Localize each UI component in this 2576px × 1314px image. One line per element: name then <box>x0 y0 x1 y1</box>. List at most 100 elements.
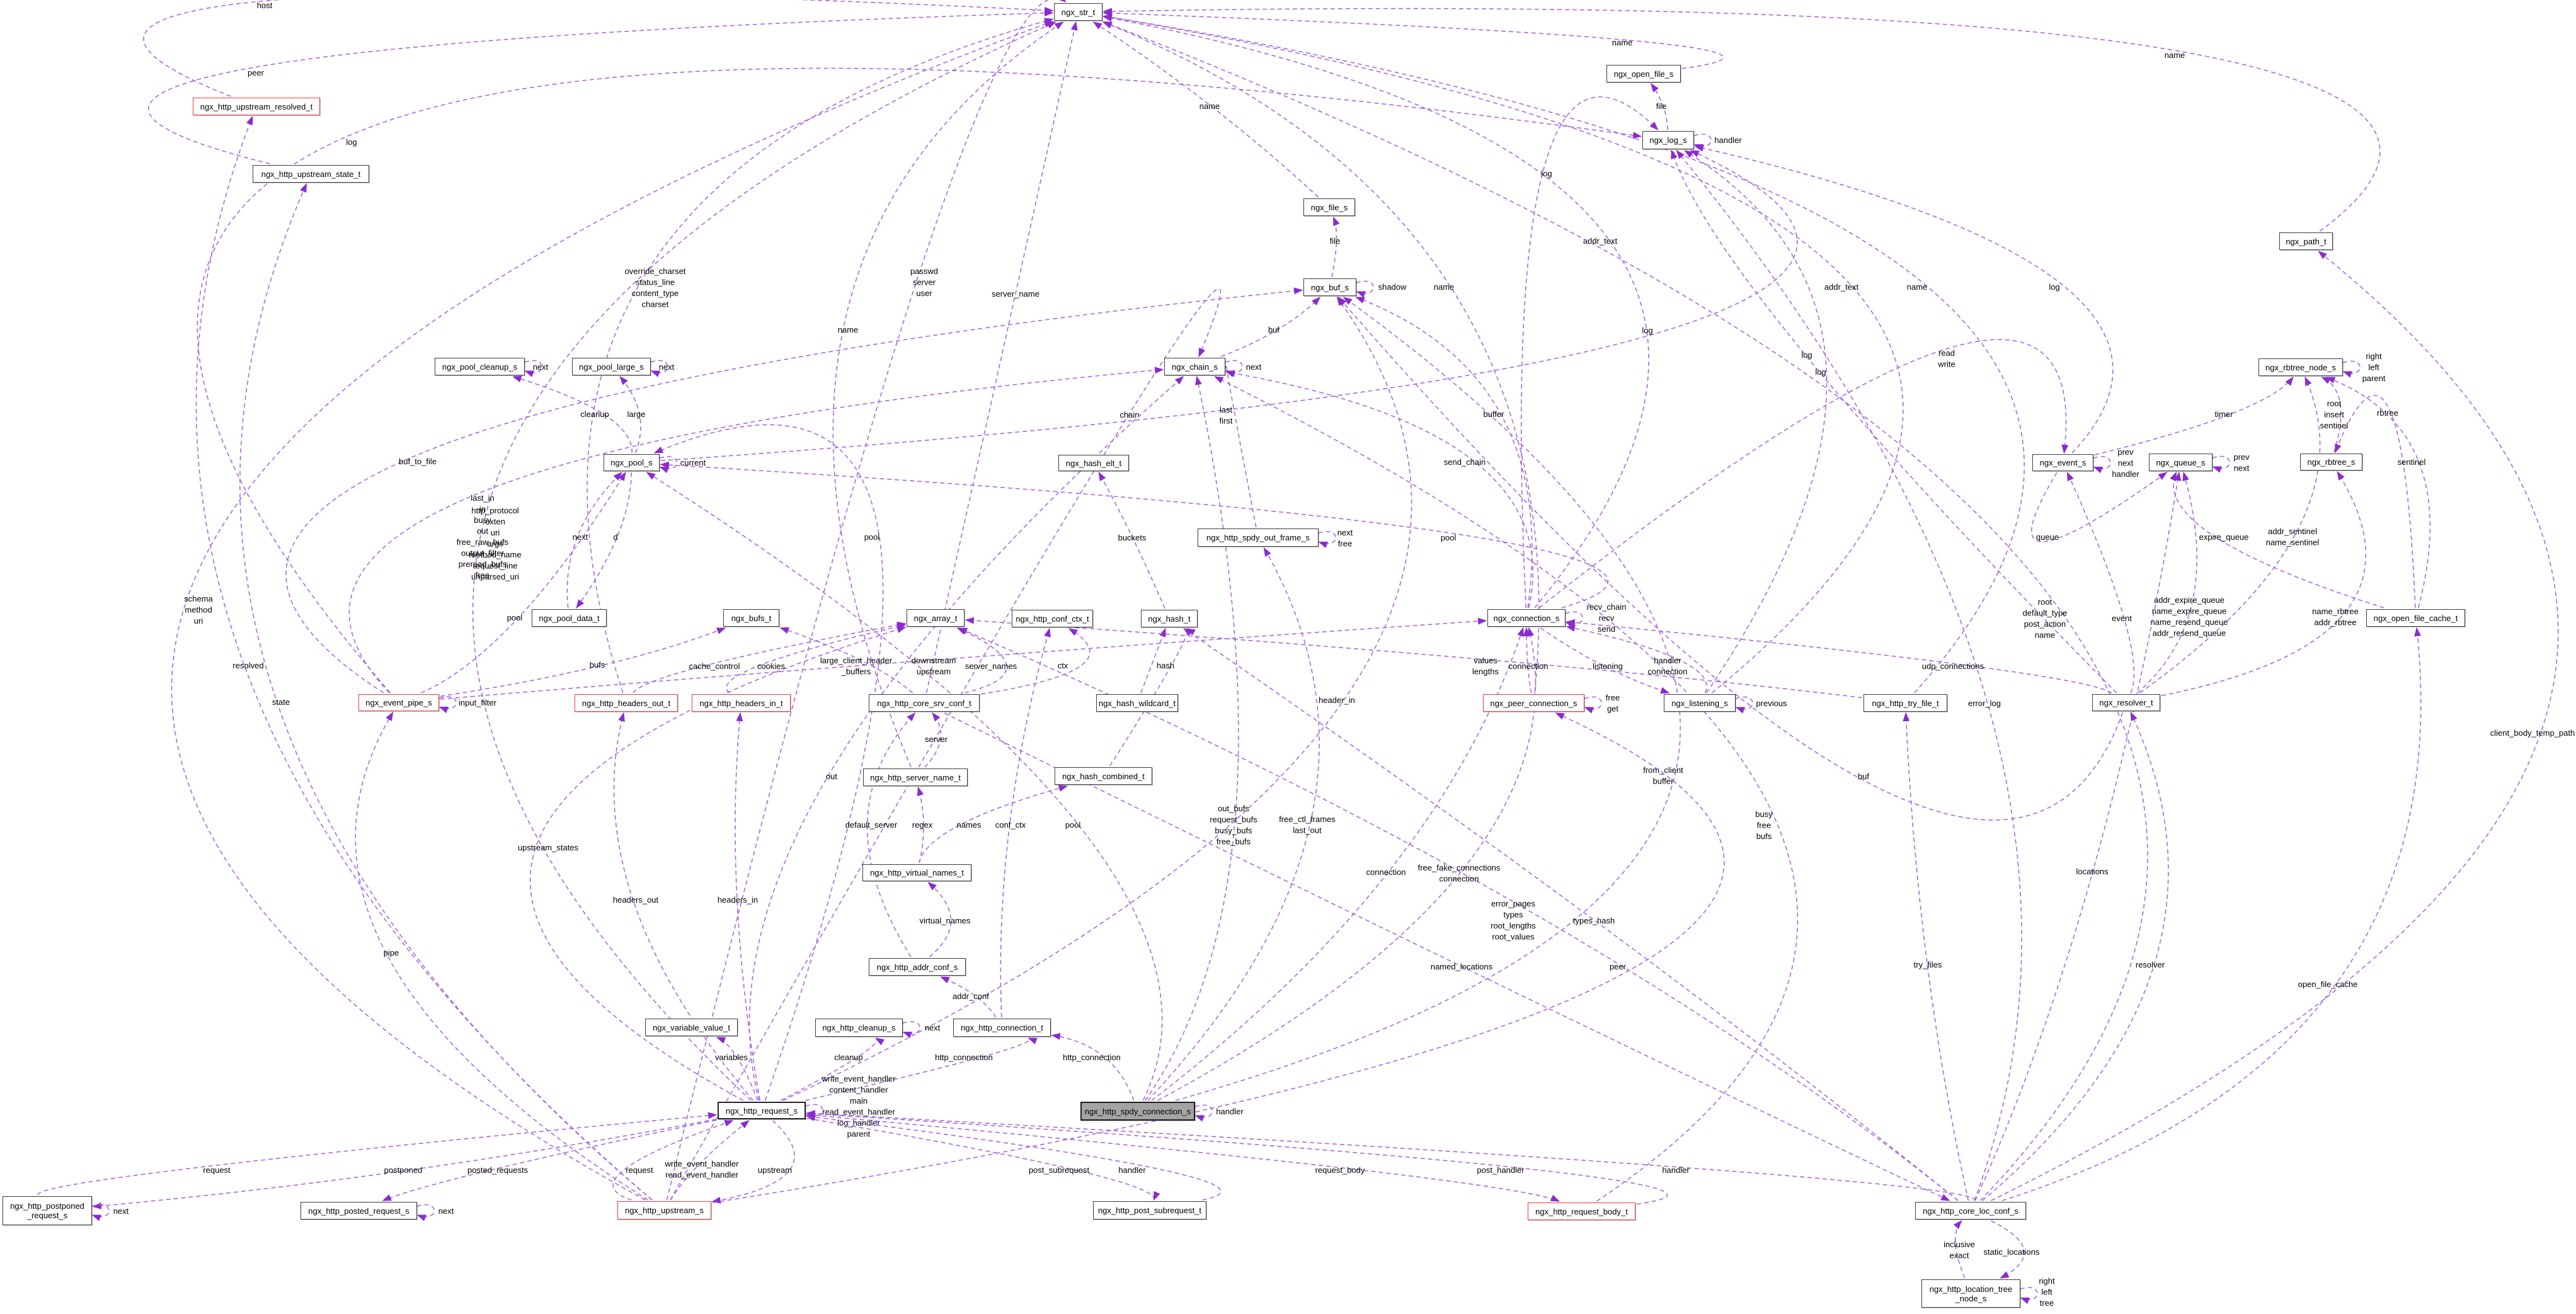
node-request_body[interactable]: ngx_http_request_body_t <box>1528 1203 1635 1220</box>
node-spdy_connection[interactable]: ngx_http_spdy_connection_s <box>1080 1102 1195 1121</box>
node-posted[interactable]: ngx_http_posted_request_s <box>301 1202 417 1220</box>
node-chain_s[interactable]: ngx_chain_s <box>1164 358 1225 375</box>
edge-label-pool_s-pool_cleanup: cleanup <box>580 409 609 419</box>
node-variable_value[interactable]: ngx_variable_value_t <box>645 1019 738 1036</box>
edge-label-buf_s-buf_s: shadow <box>1378 282 1407 292</box>
node-upstream_s[interactable]: ngx_http_upstream_s <box>617 1201 711 1220</box>
edge-pool_s-pool_data <box>576 472 633 609</box>
edge-label-resolver-log_s: log <box>1801 350 1812 360</box>
edge-upstream_s-upstream_resolved <box>195 115 653 1201</box>
edge-open_file_cache-rbtree_node <box>2325 377 2431 608</box>
node-core_loc_conf[interactable]: ngx_http_core_loc_conf_s <box>1915 1202 2026 1220</box>
node-postponed[interactable]: ngx_http_postponed _request_s <box>3 1196 92 1225</box>
node-file_s[interactable]: ngx_file_s <box>1303 198 1355 216</box>
node-hash_t[interactable]: ngx_hash_t <box>1141 610 1198 627</box>
node-hash_combined[interactable]: ngx_hash_combined_t <box>1055 767 1152 785</box>
node-buf_s[interactable]: ngx_buf_s <box>1303 278 1356 296</box>
node-hash_wildcard[interactable]: ngx_hash_wildcard_t <box>1096 694 1178 712</box>
node-pool_large[interactable]: ngx_pool_large_s <box>572 358 651 375</box>
node-open_file_s[interactable]: ngx_open_file_s <box>1606 65 1681 83</box>
node-log_s[interactable]: ngx_log_s <box>1642 131 1694 149</box>
node-bufs_t[interactable]: ngx_bufs_t <box>723 609 779 627</box>
edge-event_pipe-buf_s <box>285 287 1303 694</box>
node-virtual_names[interactable]: ngx_http_virtual_names_t <box>862 864 971 881</box>
edge-server_name-core_srv_conf <box>924 712 942 768</box>
node-spdy_out_frame[interactable]: ngx_http_spdy_out_frame_s <box>1198 528 1319 547</box>
edge-core_loc_conf-path_t <box>1991 251 2559 1201</box>
edge-event_pipe-pool_s <box>420 471 626 694</box>
node-try_file[interactable]: ngx_http_try_file_t <box>1863 694 1947 712</box>
node-core_srv_conf[interactable]: ngx_http_core_srv_conf_t <box>869 694 980 712</box>
node-array_t[interactable]: ngx_array_t <box>907 609 965 627</box>
node-hash_elt[interactable]: ngx_hash_elt_t <box>1058 455 1129 471</box>
edge-request_s-variable_value <box>716 1037 758 1101</box>
edge-buf_s-file_s <box>1331 216 1340 278</box>
node-rbtree_node[interactable]: ngx_rbtree_node_s <box>2258 358 2343 376</box>
node-str[interactable]: ngx_str_t <box>1054 3 1102 21</box>
edge-event_pipe-connection <box>440 617 1487 700</box>
edge-connection-connection <box>1565 611 1583 629</box>
edge-label-postponed-request_s: request <box>203 1165 231 1175</box>
edge-pool_s-pool_large <box>619 375 641 454</box>
edge-label-core_srv_conf-conf_ctx: ctx <box>1058 661 1068 670</box>
node-rbtree_s[interactable]: ngx_rbtree_s <box>2300 454 2362 471</box>
node-server_name[interactable]: ngx_http_server_name_t <box>863 768 968 786</box>
edge-upstream_resolved-str <box>143 0 1054 97</box>
node-pool_cleanup[interactable]: ngx_pool_cleanup_s <box>435 358 525 375</box>
node-conf_ctx[interactable]: ngx_http_conf_ctx_t <box>1012 610 1093 627</box>
node-addr_conf[interactable]: ngx_http_addr_conf_s <box>869 958 966 976</box>
edge-label-log_s-log_s: handler <box>1714 135 1742 145</box>
node-resolver[interactable]: ngx_resolver_t <box>2092 694 2160 711</box>
node-event_s[interactable]: ngx_event_s <box>2032 454 2093 471</box>
edge-label-request_s-posted: posted_requests <box>467 1165 529 1175</box>
edge-request_s-posted <box>382 1119 717 1201</box>
edge-core_srv_conf-array_t <box>956 627 1007 694</box>
edge-spdy_connection-spdy_out_frame <box>1147 547 1320 1101</box>
node-pool_s[interactable]: ngx_pool_s <box>604 454 660 471</box>
edge-connection-pool_s <box>660 461 1609 608</box>
edge-spdy_connection-pool_s <box>646 472 1163 1101</box>
node-upstream_state[interactable]: ngx_http_upstream_state_t <box>253 165 369 183</box>
node-path_t[interactable]: ngx_path_t <box>2279 232 2333 250</box>
edge-headers_out-array_t <box>633 621 907 694</box>
node-open_file_cache[interactable]: ngx_open_file_cache_t <box>2366 609 2465 627</box>
node-pool_data[interactable]: ngx_pool_data_t <box>532 609 607 627</box>
node-connection[interactable]: ngx_connection_s <box>1487 609 1566 627</box>
node-headers_in[interactable]: ngx_http_headers_in_t <box>692 694 791 712</box>
node-event_pipe[interactable]: ngx_event_pipe_s <box>358 694 439 711</box>
node-http_cleanup[interactable]: ngx_http_cleanup_s <box>815 1019 903 1037</box>
edge-label-core_loc_conf-queue_s: locations <box>2076 867 2109 876</box>
node-request_s[interactable]: ngx_http_request_s <box>718 1102 806 1119</box>
edge-label-http_connection-conf_ctx: conf_ctx <box>995 820 1026 830</box>
edge-addr_conf-virtual_names <box>927 882 951 957</box>
node-peer_connection[interactable]: ngx_peer_connection_s <box>1483 694 1584 712</box>
node-queue_s[interactable]: ngx_queue_s <box>2149 454 2212 471</box>
edge-label-connection-log_s: log <box>1541 169 1552 178</box>
edge-label-request_s-upstream_s: upstream <box>758 1165 792 1175</box>
edge-label-chain_s-buf_s: buf <box>1268 325 1279 334</box>
edge-peer_connection-peer_connection <box>1584 696 1602 714</box>
node-post_subrequest[interactable]: ngx_http_post_subrequest_t <box>1093 1201 1206 1220</box>
edge-request_s-array_t <box>529 626 907 1101</box>
edge-label-virtual_names-server_name: regex <box>912 820 933 830</box>
node-location_tree[interactable]: ngx_http_location_tree _node_s <box>1921 1279 2020 1308</box>
edge-spdy_connection-connection <box>1157 627 1537 1101</box>
edge-label-event_s-queue_s: queue <box>2036 532 2059 542</box>
edge-peer_connection-str <box>1102 21 1540 694</box>
edge-event_pipe-event_pipe <box>438 696 457 714</box>
edge-label-spdy_connection-spdy_connection: handler <box>1216 1107 1244 1116</box>
edge-core_loc_conf-resolver <box>1982 711 2169 1201</box>
node-upstream_resolved[interactable]: ngx_http_upstream_resolved_t <box>193 98 320 115</box>
node-listening[interactable]: ngx_listening_s <box>1664 694 1736 712</box>
node-http_connection[interactable]: ngx_http_connection_t <box>953 1019 1051 1037</box>
edge-open_file_cache-queue_s <box>2170 471 2384 608</box>
node-headers_out[interactable]: ngx_http_headers_out_t <box>575 694 678 712</box>
edge-chain_s-buf_s <box>1221 296 1321 357</box>
edge-resolver-rbtree_s <box>2161 471 2367 697</box>
